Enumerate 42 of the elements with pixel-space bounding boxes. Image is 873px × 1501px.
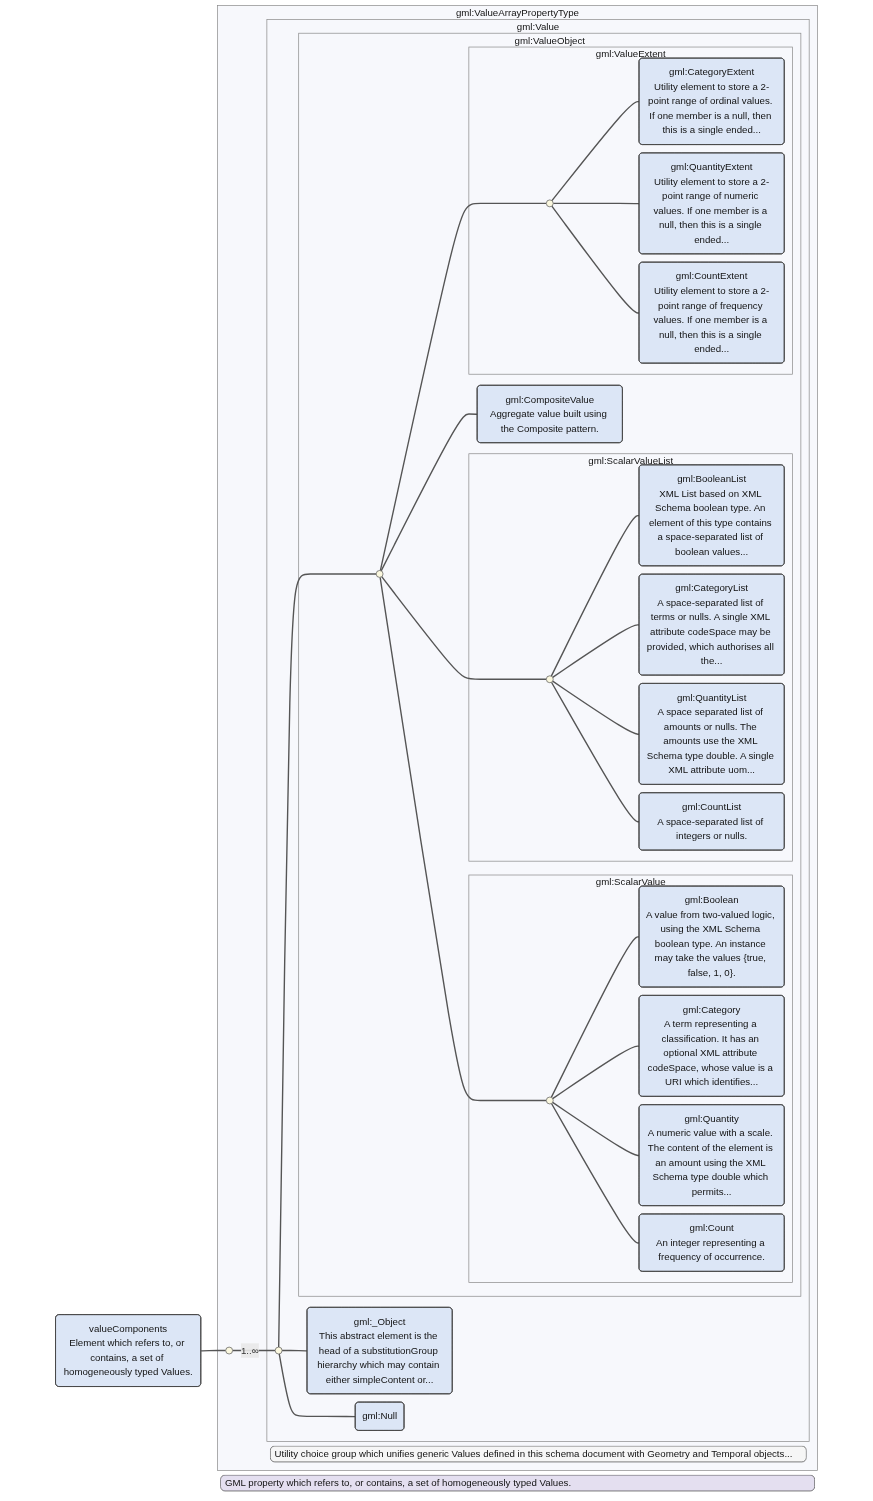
connector <box>550 936 641 1099</box>
element-box: gml:CategoryExtent Utility element to store a 2-point range of ordinal values. If one member is a null, then this is a single ended... <box>638 57 785 145</box>
element-box: gml:Category A term representing a classification. It has an optional XML attribute codeSpace, whose value is a URI which identifies... <box>638 995 785 1097</box>
connector <box>550 681 641 823</box>
element-box: gml:Null <box>354 1401 405 1431</box>
element-box: gml:CategoryList A space-separated list of terms or nulls. A single XML attribute codeSpace may be provided, which authorises all the... <box>638 573 785 676</box>
connector <box>550 1102 641 1244</box>
description-callout: Utility choice group which unifies generic Values defined in this schema document with Geometry and Temporal objects... <box>269 1445 807 1463</box>
element-box: valueComponents Element which refers to, or contains, a set of homogeneously typed Values. <box>55 1314 202 1387</box>
connector <box>379 202 547 572</box>
element-box: gml:Quantity A numeric value with a scale. The content of the element is an amount using the XML Schema type double which permits... <box>638 1104 785 1206</box>
compositor-circle <box>375 570 384 578</box>
connector <box>200 1349 227 1352</box>
connector <box>551 1045 641 1100</box>
compositor-circle <box>545 199 554 208</box>
element-box: gml:BooleanList XML List based on XML Schema boolean type. An element of this type contains a space-separated list of boolean values... <box>638 464 785 567</box>
connector <box>550 514 641 677</box>
element-box: gml:Count An integer representing a frequency of occurrence. <box>638 1213 785 1272</box>
compositor-circle <box>545 1096 554 1105</box>
element-box: gml:Boolean A value from two-valued logic, using the XML Schema boolean type. An instance may take the values {true, false, 1, 0}. <box>638 885 785 988</box>
connector <box>381 576 547 680</box>
compositor-circle <box>225 1346 233 1355</box>
connector <box>379 576 547 1102</box>
edge-label: 1..∞ <box>240 1343 259 1358</box>
connector <box>551 680 641 735</box>
connector <box>551 624 641 678</box>
element-box: gml:_Object This abstract element is the head of a substitutionGroup hierarchy which may contain either simpleContent or... <box>306 1306 453 1395</box>
description-callout: GML property which refers to, or contains, a set of homogeneously typed Values. <box>220 1474 815 1492</box>
connector <box>278 573 377 1348</box>
element-box: gml:CompositeValue Aggregate value built using the Composite pattern. <box>476 384 623 444</box>
connector <box>551 205 641 314</box>
connector <box>551 100 641 202</box>
connector <box>380 413 479 572</box>
element-box: gml:CountExtent Utility element to store a 2-point range of frequency values. If one member is a null, then this is a single ended... <box>638 261 785 364</box>
compositor-circle <box>274 1346 283 1355</box>
element-box: gml:QuantityExtent Utility element to store a 2-point range of numeric values. If one member is a null, then this is a single ended... <box>638 152 785 255</box>
element-box: gml:CountList A space-separated list of integers or nulls. <box>638 792 785 851</box>
compositor-circle <box>545 675 554 684</box>
connector <box>552 202 641 205</box>
connector <box>278 1353 357 1418</box>
connector <box>551 1101 641 1157</box>
element-box: gml:QuantityList A space separated list of amounts or nulls. The amounts use the XML Schema type double. A single XML attribute uom... <box>638 683 785 785</box>
